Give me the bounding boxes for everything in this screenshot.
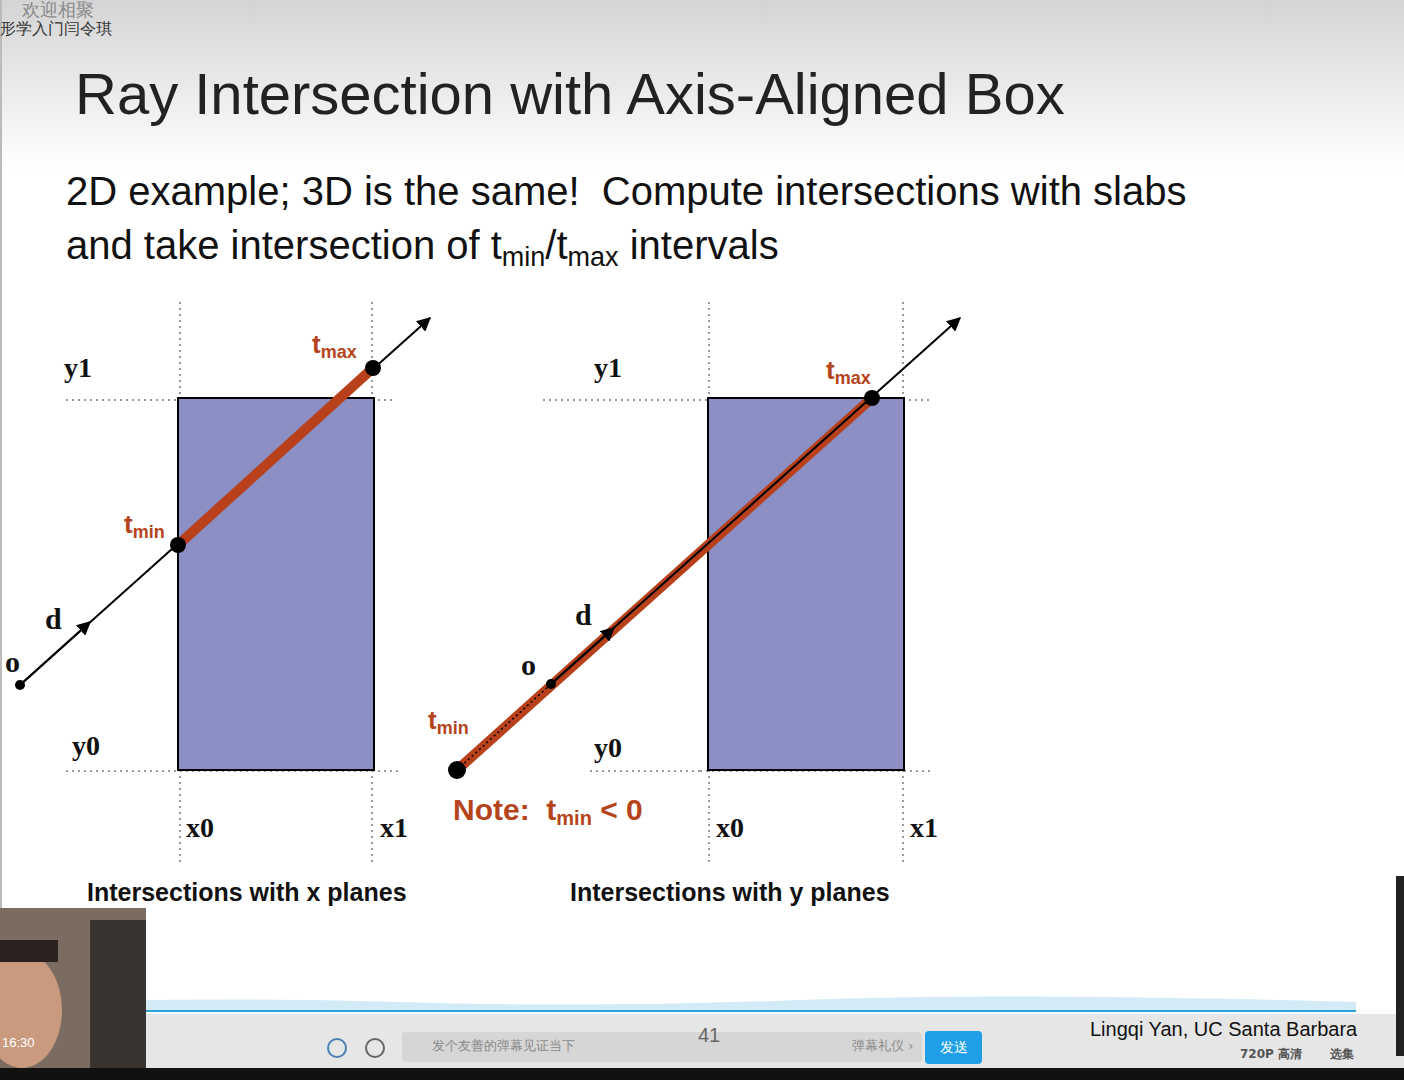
axis-label: x1: [910, 812, 938, 844]
note: Note: tmin < 0: [453, 793, 643, 830]
danmaku-input: [402, 1032, 922, 1062]
label-text: 欢迎相聚: [22, 0, 94, 20]
label-text: and take intersection of t: [66, 223, 502, 267]
origin-label: o: [5, 645, 20, 680]
label-text: y0: [594, 732, 622, 763]
webcam: [0, 908, 146, 1068]
label-text: x0: [716, 812, 744, 843]
label-text: 2D example; 3D is the same! Compute inte…: [66, 169, 1187, 213]
danmaku-rules: 弹幕礼仪 ›: [852, 1039, 913, 1054]
origin-label: o: [521, 648, 536, 683]
bottom-strip: [0, 1068, 1404, 1080]
quality-label: 720P 高清: [1240, 1048, 1302, 1062]
label-text: t: [428, 705, 437, 735]
t-label: tmin: [124, 510, 165, 542]
axis-label: x0: [716, 812, 744, 844]
axis-label: y1: [594, 352, 622, 384]
timestamp: 16:30: [2, 1036, 35, 1051]
axis-label: x0: [186, 812, 214, 844]
label-text: t: [124, 509, 133, 539]
label-text: y1: [64, 352, 92, 383]
label-text: x1: [910, 812, 938, 843]
label-text: d: [575, 598, 592, 631]
label-text: y1: [594, 352, 622, 383]
send-button: [925, 1031, 982, 1064]
t-label: tmax: [826, 356, 871, 388]
label-text: intervals: [619, 223, 779, 267]
label-text: 发送: [940, 1039, 968, 1055]
label-text: Intersections with x planes: [87, 878, 407, 906]
label-text: y0: [72, 730, 100, 761]
slide-edge: [0, 0, 2, 1010]
t-label: tmax: [312, 330, 357, 362]
header-band: [0, 0, 1404, 170]
subtitle: 2D example; 3D is the same! Compute inte…: [66, 168, 1187, 214]
control-bar: [0, 1014, 1404, 1070]
axis-label: y0: [594, 732, 622, 764]
axis-label: y1: [64, 352, 92, 384]
figure-caption: Intersections with y planes: [570, 878, 890, 907]
axis-label: x1: [380, 812, 408, 844]
waveform: [0, 996, 1356, 1010]
label-text: 弹幕礼仪 ›: [852, 1038, 913, 1053]
side-panel: [1396, 876, 1404, 1056]
label-text: 形学入门闫令琪: [0, 19, 112, 38]
subscript: min: [502, 242, 546, 272]
episodes-label: 选集: [1330, 1048, 1354, 1062]
watermark: 形学入门闫令琪: [0, 20, 112, 38]
label-text: 选集: [1330, 1047, 1354, 1061]
label-text: Lingqi Yan, UC Santa Barbara: [1090, 1018, 1357, 1040]
label-text: < 0: [592, 793, 643, 826]
input-placeholder: 发个友善的弹幕见证当下: [432, 1039, 575, 1054]
subtitle: and take intersection of tmin/tmax inter…: [66, 222, 779, 273]
label-text: t: [826, 355, 835, 385]
label-text: 发个友善的弹幕见证当下: [432, 1038, 575, 1053]
subscript: max: [568, 242, 619, 272]
vector-label: d: [575, 598, 592, 633]
figure-caption: Intersections with x planes: [87, 878, 407, 907]
slide-title: Ray Intersection with Axis-Aligned Box: [75, 60, 1065, 127]
label-text: x0: [186, 812, 214, 843]
label-text: t: [312, 329, 321, 359]
label-text: Note: t: [453, 793, 556, 826]
right-figure: [448, 302, 960, 865]
label-text: 41: [698, 1024, 720, 1046]
subscript: max: [321, 342, 357, 362]
watermark: 欢迎相聚: [22, 0, 94, 21]
label-text: Intersections with y planes: [570, 878, 890, 906]
progress-line: [0, 1010, 1356, 1012]
label-text: o: [521, 648, 536, 681]
send-label: 发送: [940, 1039, 968, 1055]
vector-label: d: [45, 602, 62, 637]
label-text: 720P 高清: [1240, 1047, 1302, 1061]
slide-number: 41: [698, 1024, 720, 1047]
danmaku-icon: [328, 1039, 346, 1057]
author-credit: Lingqi Yan, UC Santa Barbara: [1090, 1018, 1357, 1041]
label-text: o: [5, 645, 20, 678]
label-text: 16:30: [2, 1035, 35, 1050]
subscript: min: [133, 522, 165, 542]
label-text: d: [45, 602, 62, 635]
left-figure: [15, 302, 430, 865]
settings-icon: [366, 1039, 384, 1057]
label-text: /t: [545, 223, 567, 267]
axis-label: y0: [72, 730, 100, 762]
t-label: tmin: [428, 706, 469, 738]
label-text: x1: [380, 812, 408, 843]
subscript: min: [437, 718, 469, 738]
subscript: max: [835, 368, 871, 388]
subscript: min: [556, 807, 592, 829]
